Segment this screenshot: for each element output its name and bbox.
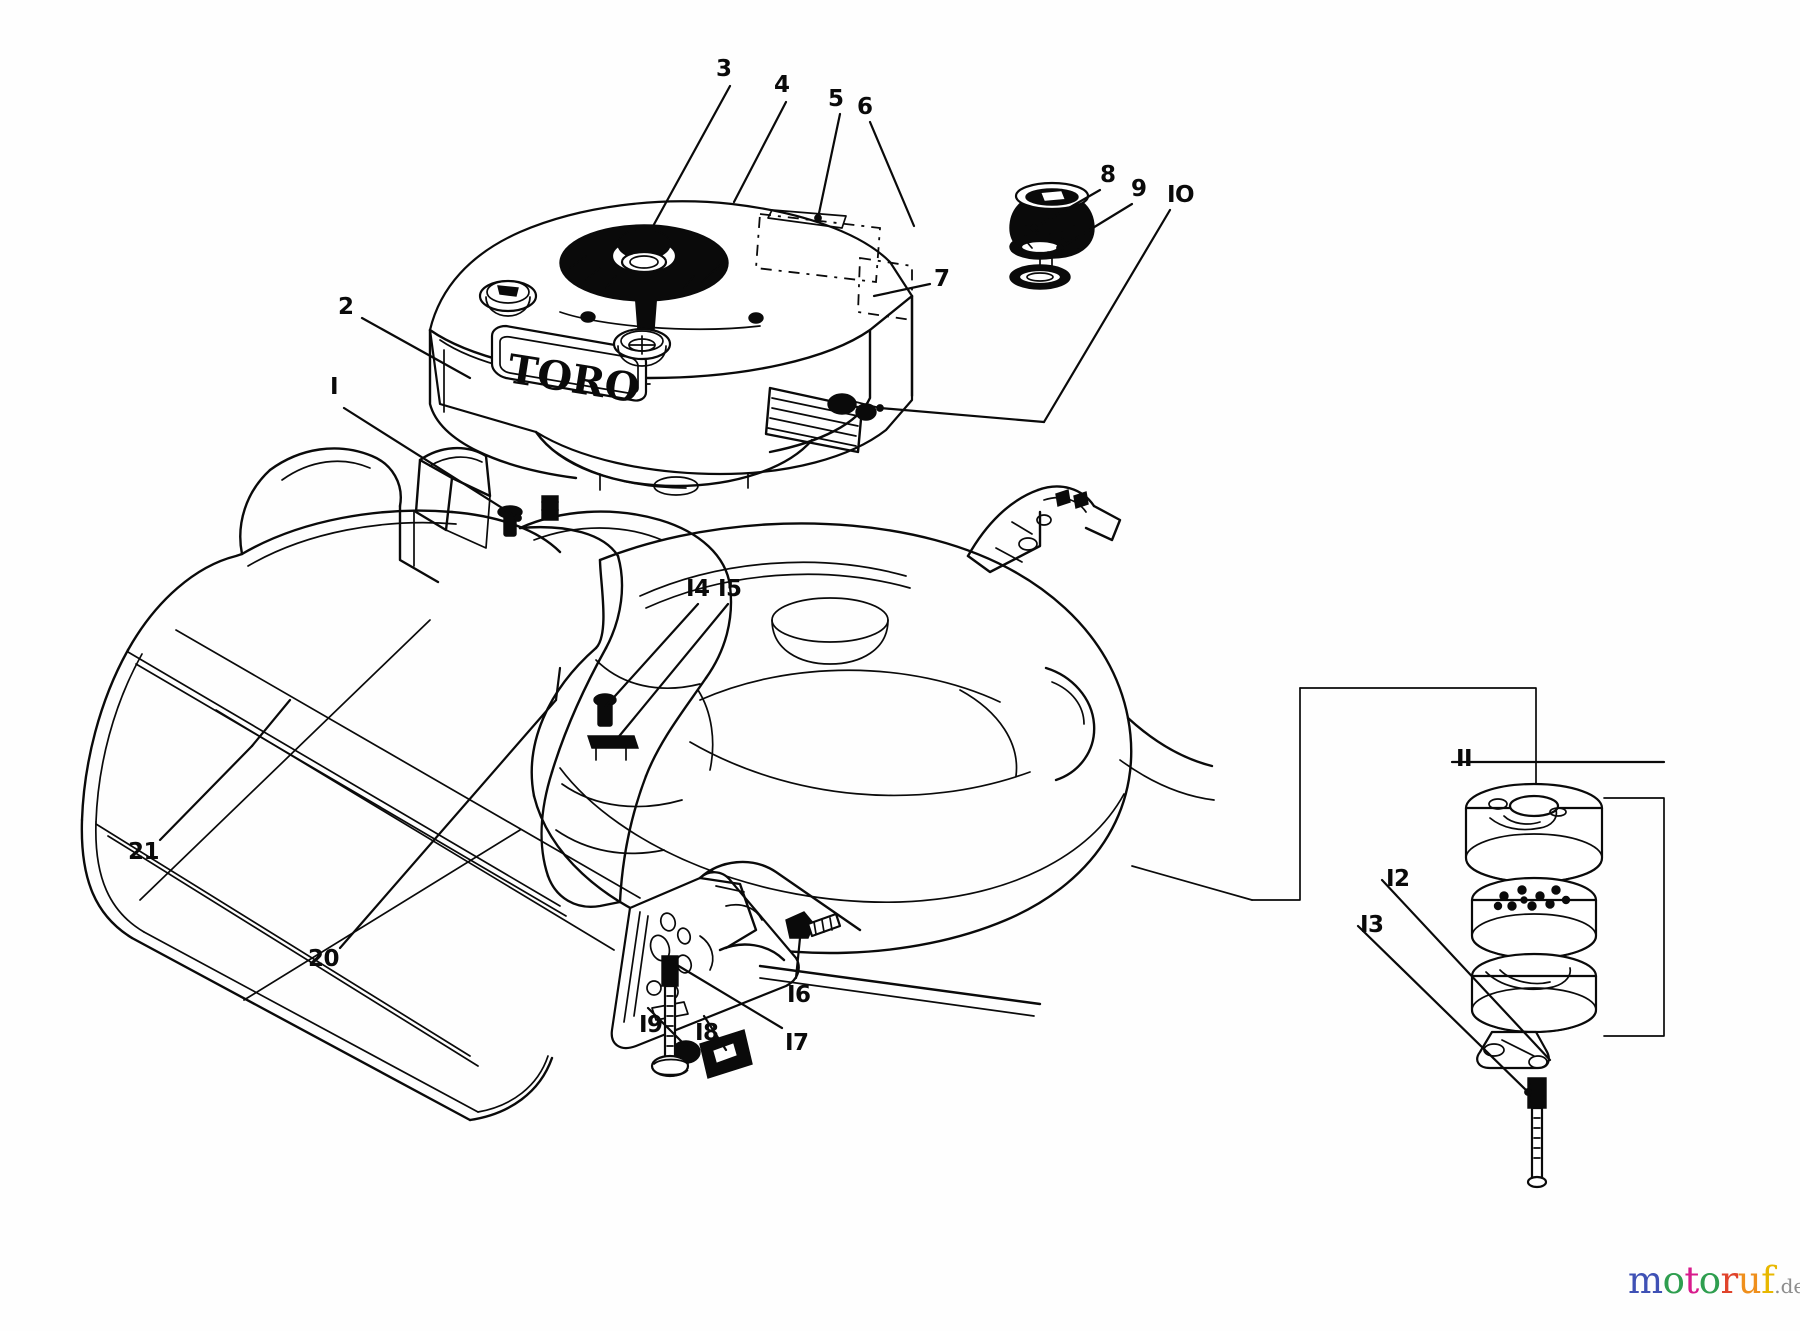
- fuel-cap-assembly: [1009, 181, 1095, 290]
- grass-bag-chute: [80, 447, 641, 1122]
- callout-20: 20: [308, 946, 340, 972]
- callout-leaders: [158, 84, 1666, 1096]
- callout-18: I8: [695, 1020, 719, 1046]
- callout-4: 4: [774, 72, 790, 98]
- oil-fill-cap: [478, 279, 538, 317]
- callout-11: II: [1456, 746, 1473, 772]
- watermark-tld: .de: [1774, 1274, 1800, 1298]
- long-screw-17: [650, 955, 690, 1078]
- hex-bolt-16: [785, 911, 842, 939]
- callout-3: 3: [716, 56, 732, 82]
- callout-19: I9: [639, 1012, 663, 1038]
- callout-9: 9: [1131, 176, 1147, 202]
- motoruf-watermark: motoruf.de: [1628, 1262, 1800, 1299]
- watermark-letter-f: f: [1761, 1259, 1775, 1302]
- callout-2: 2: [338, 294, 354, 320]
- throttle-control-bracket: [966, 485, 1122, 574]
- air-cleaner-assembly: [1131, 687, 1665, 1189]
- callout-7: 7: [934, 266, 950, 292]
- callout-15: I5: [718, 576, 742, 602]
- callout-10: IO: [1167, 182, 1195, 208]
- callout-21: 21: [128, 839, 160, 865]
- mower-deck-housing: [530, 522, 1215, 955]
- callout-6: 6: [857, 94, 873, 120]
- callout-14: I4: [686, 576, 710, 602]
- callout-1: I: [330, 374, 339, 400]
- callout-16: I6: [787, 982, 811, 1008]
- air-cleaner-screw: [1526, 1077, 1548, 1189]
- watermark-letter-m: m: [1628, 1259, 1663, 1302]
- fuel-cap-washer: [1009, 234, 1071, 260]
- callout-5: 5: [828, 86, 844, 112]
- watermark-letter-u: u: [1737, 1259, 1762, 1302]
- extended-leaders: [250, 666, 562, 748]
- watermark-letter-o2: o: [1698, 1259, 1721, 1302]
- bracket-fastener: [541, 495, 559, 521]
- recoil-starter: [559, 224, 729, 331]
- engine-assembly: TORO: [428, 200, 914, 496]
- filter-foam-dots: [1493, 885, 1571, 911]
- shroud-clip-15: [587, 735, 639, 761]
- callout-17: I7: [785, 1030, 809, 1056]
- watermark-letter-t: t: [1684, 1259, 1699, 1302]
- watermark-letter-r: r: [1720, 1259, 1739, 1302]
- engine-cylinder-block: [764, 386, 881, 454]
- fuel-filler-neck: [612, 327, 672, 367]
- watermark-letter-o1: o: [1662, 1259, 1685, 1302]
- shroud-bolt-14: [593, 693, 617, 727]
- callout-13: I3: [1360, 912, 1384, 938]
- callout-12: I2: [1386, 866, 1410, 892]
- callout-8: 8: [1100, 162, 1116, 188]
